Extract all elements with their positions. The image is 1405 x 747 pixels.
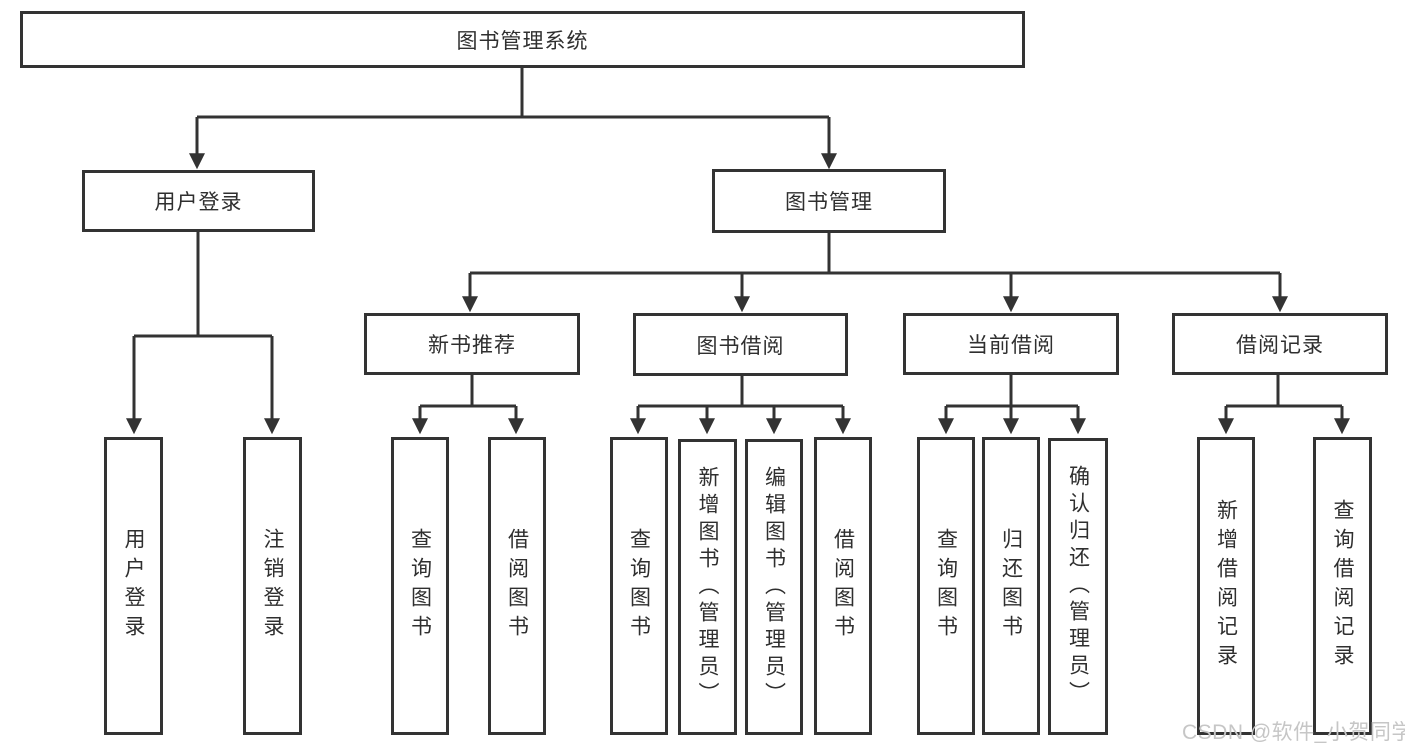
- csdn-watermark: CSDN @软件_小贺同学: [1182, 721, 1405, 744]
- node-new-book-recommend: 新书推荐: [364, 313, 580, 375]
- node-book-borrow: 图书借阅: [633, 313, 848, 376]
- node-leaf-user-login-label: 用户登录: [122, 528, 145, 644]
- node-borrow-records: 借阅记录: [1172, 313, 1388, 375]
- node-leaf-recommend-borrow-books-label: 借阅图书: [505, 528, 529, 644]
- node-book-borrow-label: 图书借阅: [696, 334, 785, 358]
- node-leaf-borrow-books-label: 借阅图书: [831, 528, 855, 644]
- node-leaf-add-borrow-record-label: 新增借阅记录: [1214, 499, 1238, 673]
- node-current-borrow: 当前借阅: [903, 313, 1119, 375]
- node-leaf-return-books: 归还图书: [982, 437, 1040, 735]
- node-leaf-add-books-admin: 新增图书（管理员）: [678, 439, 737, 735]
- node-leaf-edit-books-admin: 编辑图书（管理员）: [745, 439, 803, 735]
- node-leaf-add-books-admin-label: 新增图书（管理员）: [696, 465, 719, 709]
- node-current-borrow-label: 当前借阅: [967, 334, 1055, 357]
- node-leaf-confirm-return-admin-label: 确认归还（管理员）: [1066, 465, 1090, 708]
- node-leaf-current-query-books: 查询图书: [917, 437, 975, 735]
- node-leaf-user-login: 用户登录: [104, 437, 163, 735]
- node-leaf-edit-books-admin-label: 编辑图书（管理员）: [762, 465, 786, 709]
- node-leaf-query-borrow-record-label: 查询借阅记录: [1331, 499, 1354, 673]
- node-book-management: 图书管理: [712, 169, 946, 233]
- node-leaf-query-borrow-record: 查询借阅记录: [1313, 437, 1372, 735]
- node-leaf-current-query-books-label: 查询图书: [934, 528, 958, 644]
- node-leaf-recommend-borrow-books: 借阅图书: [488, 437, 546, 735]
- node-book-management-label: 图书管理: [785, 191, 873, 214]
- node-leaf-borrow-query-books: 查询图书: [610, 437, 668, 735]
- node-root-system-label: 图书管理系统: [456, 29, 589, 53]
- node-leaf-logout: 注销登录: [243, 437, 302, 735]
- node-leaf-borrow-books: 借阅图书: [814, 437, 872, 735]
- node-user-login: 用户登录: [82, 170, 315, 232]
- node-leaf-return-books-label: 归还图书: [999, 528, 1023, 644]
- node-leaf-recommend-query-books: 查询图书: [391, 437, 449, 735]
- node-leaf-borrow-query-books-label: 查询图书: [627, 528, 651, 644]
- node-leaf-logout-label: 注销登录: [261, 528, 284, 644]
- node-leaf-add-borrow-record: 新增借阅记录: [1197, 437, 1255, 735]
- node-borrow-records-label: 借阅记录: [1236, 334, 1324, 357]
- node-leaf-confirm-return-admin: 确认归还（管理员）: [1048, 438, 1108, 735]
- node-user-login-label: 用户登录: [154, 191, 243, 214]
- node-leaf-recommend-query-books-label: 查询图书: [408, 528, 432, 644]
- node-root-system: 图书管理系统: [20, 11, 1025, 68]
- node-new-book-recommend-label: 新书推荐: [428, 334, 516, 357]
